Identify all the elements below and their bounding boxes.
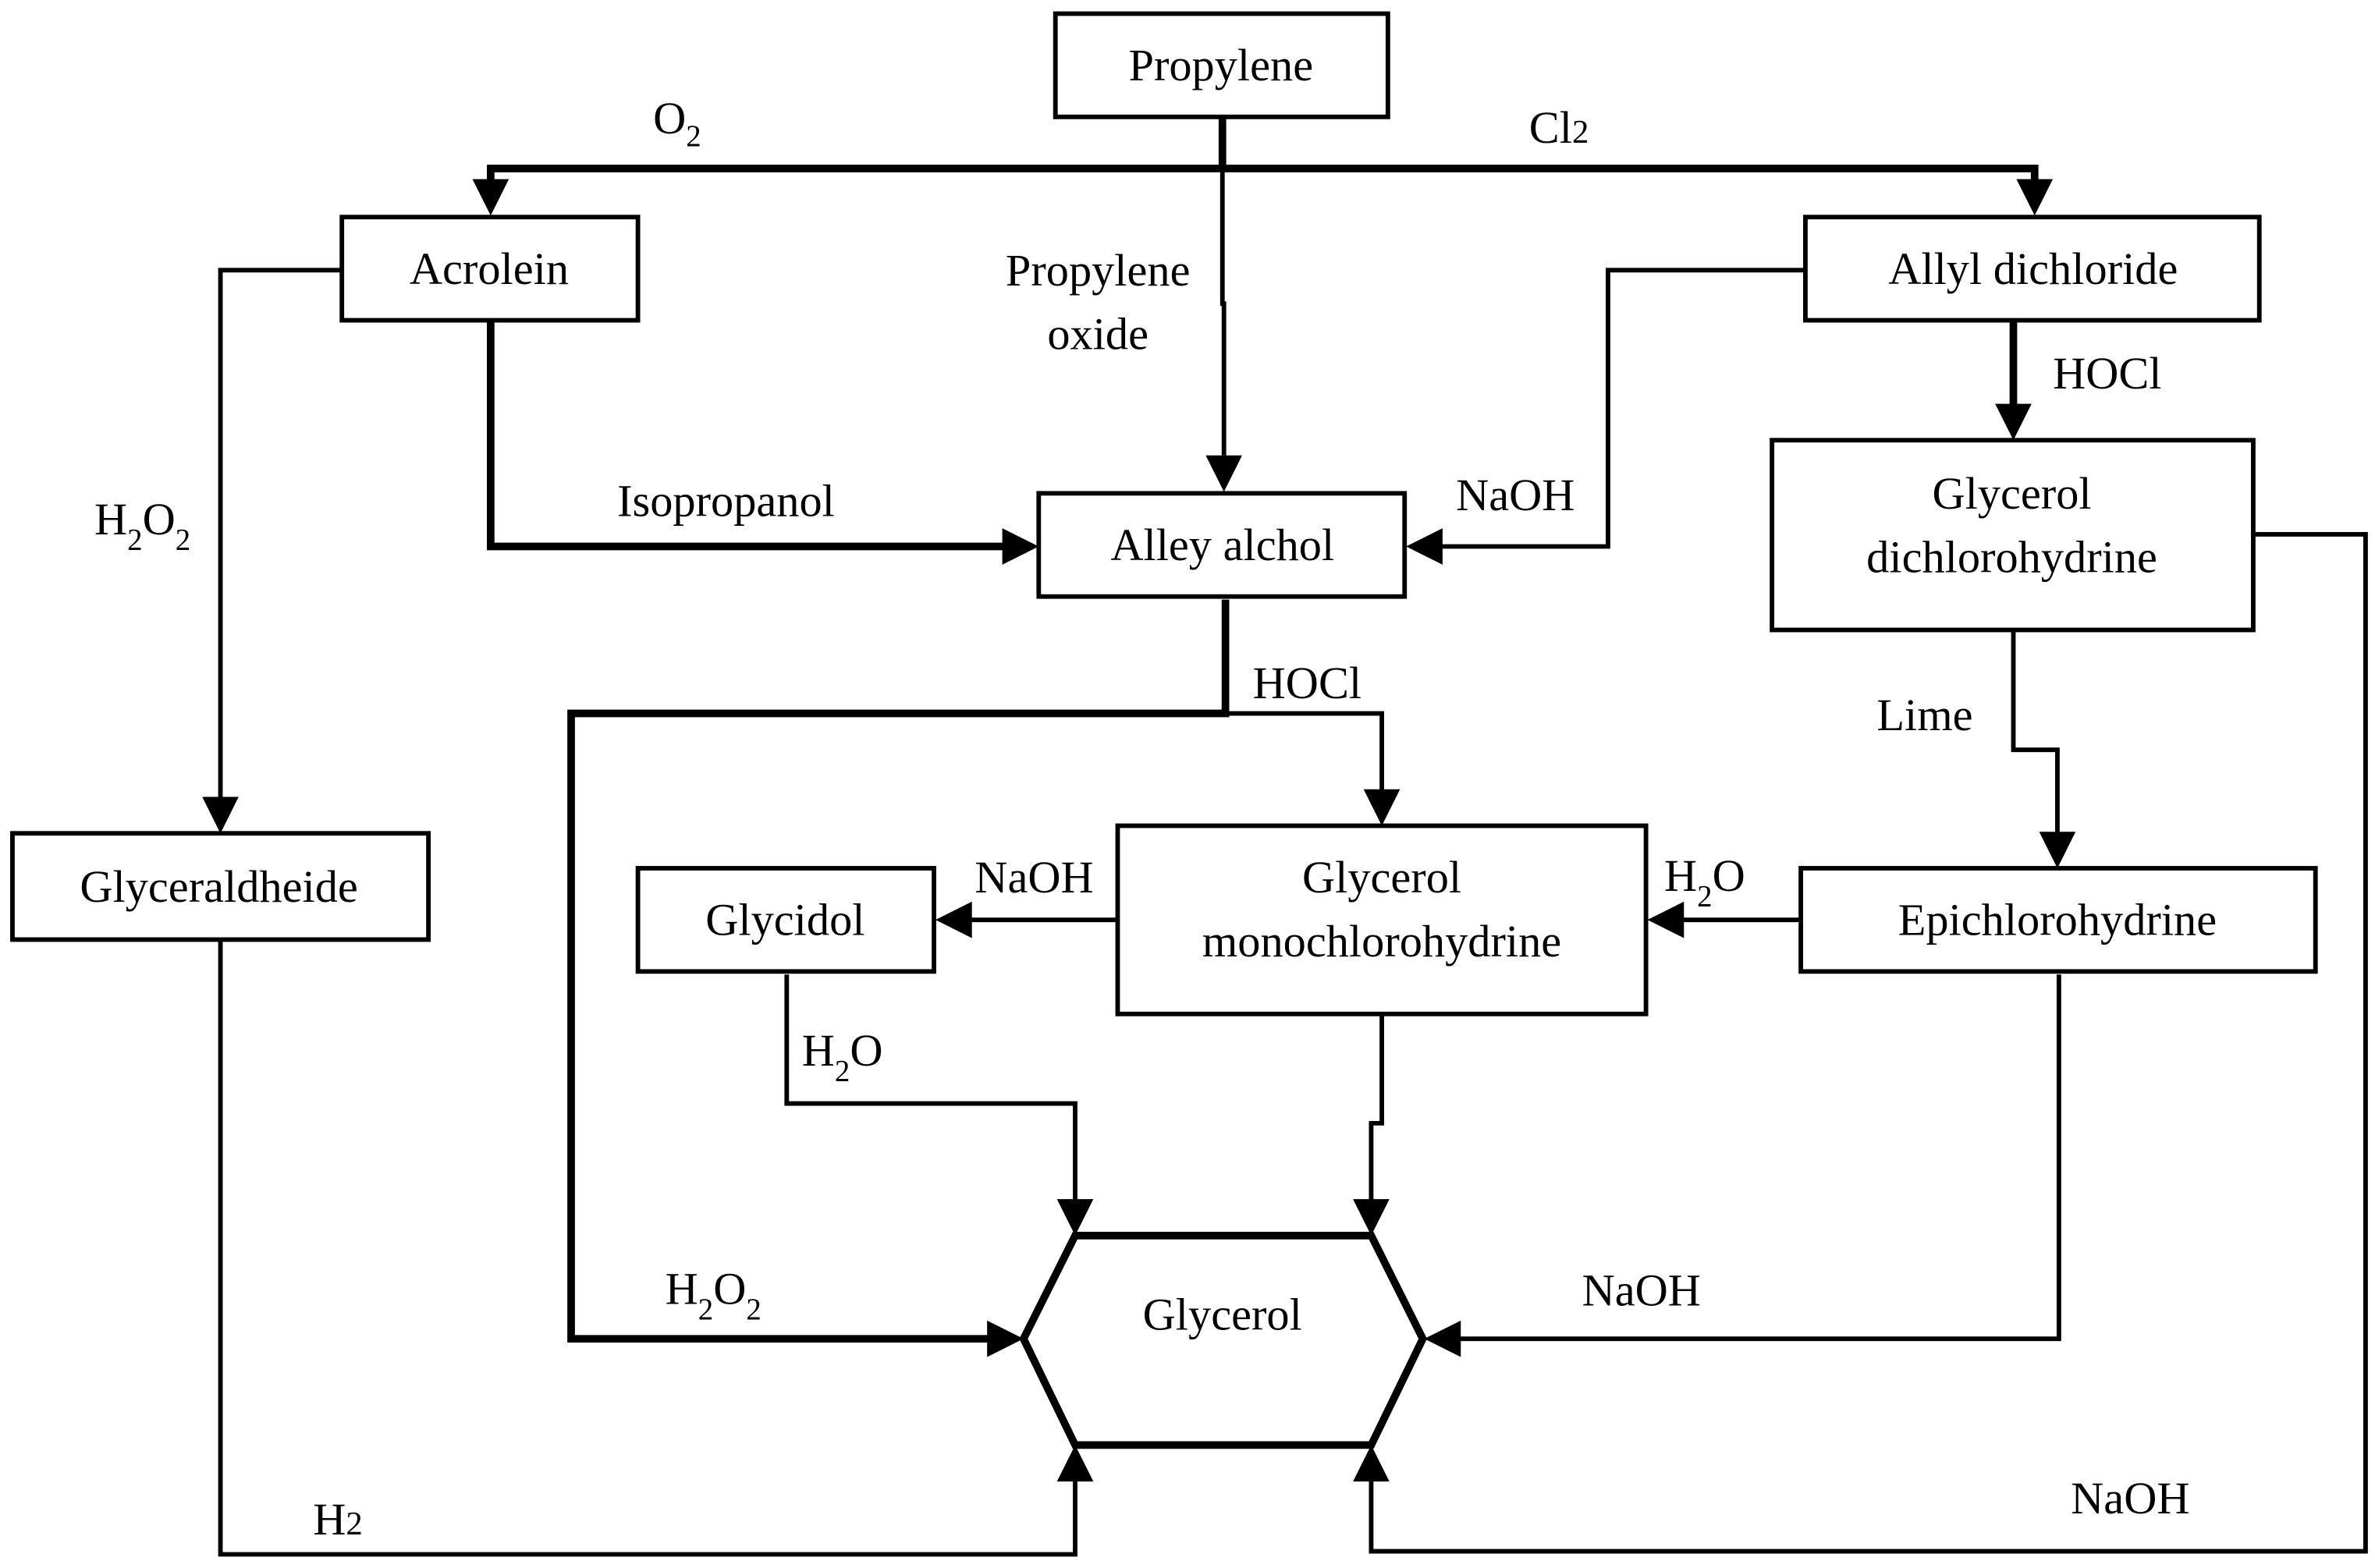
arrowhead-glycerol-bottom-left [1056, 1445, 1094, 1482]
edge-label-hocl-allyl: HOCl [2053, 348, 2161, 399]
edge-label-h2o2-left: H2O2 [94, 494, 190, 556]
edge-label-h2o-glycidol: H2O [802, 1025, 883, 1087]
node-acrolein-label: Acrolein [410, 243, 569, 294]
arrowhead-mono-from-epi [1647, 901, 1685, 938]
mono-to-glycerol-line [1369, 1015, 1384, 1205]
node-glycerol-label: Glycerol [1143, 1290, 1302, 1340]
node-glyceraldheide: Glyceraldheide [10, 831, 431, 942]
arrowhead-acrolein [472, 179, 509, 216]
lime-line [2011, 631, 2060, 839]
edge-label-naoh-bottom: NaOH [2071, 1473, 2189, 1524]
edge-label-naoh-allyl: NaOH [1456, 470, 1574, 520]
alley-to-glycerol-line [567, 599, 1230, 1343]
node-glycerol-monochlorohydrine-line1: Glycerol [1302, 852, 1461, 903]
h2o2-glyceraldheide-line [218, 268, 341, 802]
node-glycidol-label: Glycidol [705, 895, 864, 945]
node-glycerol-monochlorohydrine: Glycerol monochlorohydrine [1115, 823, 1649, 1016]
edge-label-isopropanol: Isopropanol [617, 476, 835, 527]
edge-label-naoh-epi: NaOH [1582, 1265, 1701, 1315]
arrowhead-dichlorohydrine [1995, 403, 2032, 441]
node-propylene: Propylene [1053, 11, 1390, 119]
edge-label-h2o-epi: H2O [1664, 850, 1745, 913]
node-epichlorohydrine-label: Epichlorohydrine [1898, 895, 2217, 945]
node-alley-alchol: Alley alchol [1036, 491, 1408, 599]
node-epichlorohydrine: Epichlorohydrine [1798, 866, 2318, 974]
node-allyl-dichloride-label: Allyl dichloride [1888, 243, 2178, 294]
naoh-bottom-line [1369, 531, 2368, 1554]
node-glycerol-monochlorohydrine-line2: monochlorohydrine [1202, 916, 1561, 967]
arrowhead-monochlorohydrine [1363, 789, 1401, 826]
edge-label-hocl-alley: HOCl [1253, 658, 1361, 708]
node-glycerol-dichlorohydrine-line2: dichlorohydrine [1866, 532, 2157, 583]
node-acrolein: Acrolein [339, 215, 641, 323]
arrowhead-glycerol-top-right [1353, 1199, 1390, 1236]
propylene-to-allyl-line [1222, 165, 2039, 197]
node-alley-alchol-label: Alley alchol [1110, 520, 1334, 570]
node-glycerol: Glycerol [1019, 1232, 1428, 1449]
propylene-oxide-line [1219, 168, 1227, 456]
edge-labels: O2 Cl2 Propylene oxide Isopropanol NaOH … [94, 93, 2189, 1545]
node-glycidol: Glycidol [635, 866, 936, 974]
edge-label-naoh-glycidol: NaOH [974, 852, 1093, 903]
arrowhead-allyl [2016, 179, 2054, 216]
edge-label-propylene-oxide-line2: oxide [1047, 309, 1148, 360]
naoh-epi-line [1454, 974, 2061, 1342]
arrowhead-epichlorohydrine [2039, 832, 2076, 868]
edge-label-o2: O2 [653, 93, 701, 153]
isopropanol-line [487, 321, 1009, 551]
node-glycerol-dichlorohydrine-line1: Glycerol [1932, 468, 2091, 519]
arrowhead-glycerol-left [987, 1320, 1024, 1357]
node-allyl-dichloride: Allyl dichloride [1803, 215, 2262, 323]
edge-label-lime: Lime [1876, 690, 1972, 740]
arrowhead-alley-right [1406, 528, 1443, 565]
edge-label-h2o2-glycerol: H2O2 [666, 1263, 761, 1325]
arrowhead-glyceraldheide [202, 796, 239, 834]
node-glyceraldheide-label: Glyceraldheide [80, 861, 357, 912]
arrowhead-glycerol-right [1424, 1320, 1461, 1357]
h2-line [218, 941, 1077, 1557]
edge-label-propylene-oxide-line1: Propylene [1006, 245, 1191, 296]
node-glycerol-dichlorohydrine: Glycerol dichlorohydrine [1770, 438, 2256, 633]
h2o-glycidol-line [784, 974, 1077, 1205]
arrowhead-alley-top [1205, 455, 1243, 492]
edge-label-cl2: Cl2 [1529, 102, 1589, 153]
arrowhead-glycidol [935, 901, 972, 938]
naoh-allyl-line [1436, 268, 1805, 549]
propylene-branch-line [487, 118, 1227, 197]
arrowhead-glycerol-bottom-right [1353, 1445, 1390, 1482]
node-propylene-label: Propylene [1128, 40, 1313, 90]
arrowhead-alley-left [1002, 528, 1039, 565]
arrowheads [202, 179, 2076, 1482]
connectors [218, 118, 2368, 1557]
edge-label-h2: H2 [313, 1494, 363, 1545]
arrowhead-glycerol-top-left [1056, 1199, 1094, 1236]
hocl-alley-line [1225, 711, 1384, 796]
